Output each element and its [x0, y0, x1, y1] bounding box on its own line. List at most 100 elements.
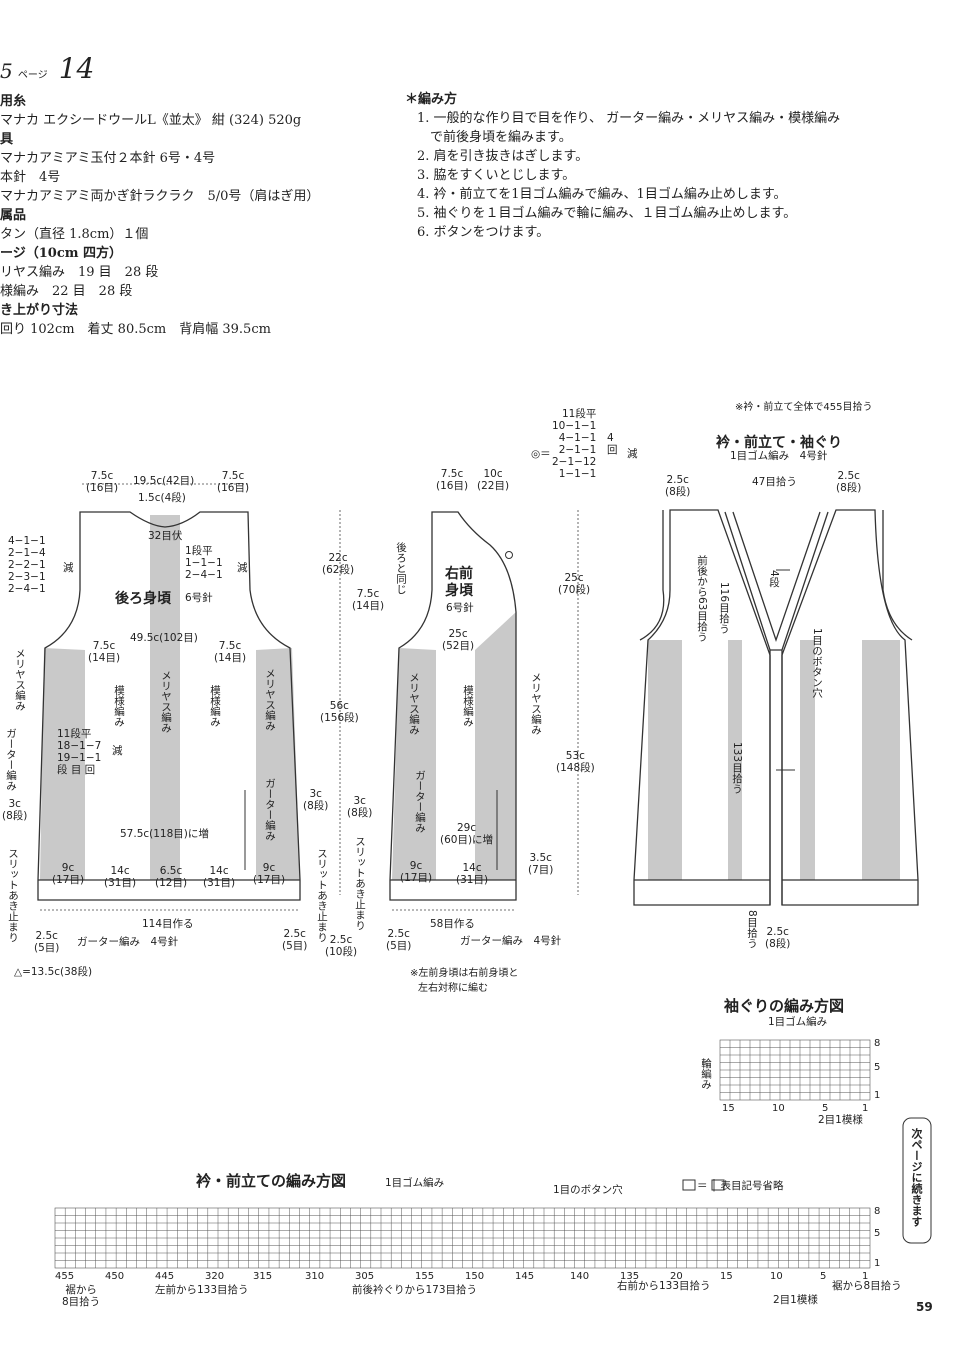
armhole-chart-title: 袖ぐりの編み方図: [724, 997, 845, 1015]
front-width: 25c(52目): [442, 628, 475, 652]
collar-col-label: 10: [770, 1271, 783, 1282]
armhole-col-label: 15: [722, 1103, 735, 1114]
front-title: 右前身頃: [445, 566, 473, 599]
collar-col-label: 20: [670, 1271, 683, 1282]
back-garter-label-right: ガーター編み: [264, 778, 276, 841]
height-56: 56c(156段): [320, 700, 359, 724]
materials-line: リヤス編み 19 目 28 段: [0, 265, 159, 280]
back-slit-stop-right: スリットあき止まり: [316, 848, 328, 943]
front-neck-mark: ◎＝: [531, 448, 551, 460]
front-top-right: 10c(22目): [477, 468, 510, 492]
back-stitch-label: メリヤス編み: [264, 668, 276, 731]
collar-col-label: 145: [515, 1271, 535, 1282]
collar-pick-63: 前後から63目拾う: [696, 555, 708, 642]
collar-col-label: 135: [620, 1271, 640, 1282]
back-bottom-label: ガーター編み 4号針: [77, 936, 179, 948]
armhole-repeat: 2目1模様: [818, 1114, 863, 1126]
collar-col-label: 315: [253, 1271, 273, 1282]
back-cast-on: 114目作る: [142, 918, 194, 930]
back-shoulder-decrease: 減: [237, 562, 248, 574]
materials-line: マナカアミアミ両かぎ針ラクラク 5/0号（肩はぎ用）: [0, 189, 320, 204]
front-right-hem: 3.5c(7目): [528, 852, 554, 876]
collar-col-label: 155: [415, 1271, 435, 1282]
back-bind-off: 32目伏: [148, 530, 183, 542]
armhole-col-label: 1: [862, 1103, 869, 1114]
front-needle: 6号針: [446, 602, 474, 614]
method-step: 2. 肩を引き抜きはぎします。: [417, 149, 589, 164]
back-bottom-part: 14c(31目): [104, 865, 137, 889]
back-neck-width: 19.5c(42目): [133, 475, 195, 487]
back-slit-right: 3c(8段): [303, 788, 329, 812]
back-side-right: 7.5c(14目): [214, 640, 247, 664]
method-section: ＊編み方 1. 一般的な作り目で目を作り、 ガーター編み・メリヤス編み・模様編み…: [405, 90, 840, 242]
front-slit: 3c(8段): [347, 795, 373, 819]
materials-heading-gauge: ージ（10cm 四方）: [0, 246, 123, 261]
collar-col-label: 445: [155, 1271, 175, 1282]
back-garter-label: ガーター編み: [5, 728, 17, 791]
collar-chart-buttonhole: 1目のボタン穴: [553, 1184, 623, 1196]
continue-box: [902, 1117, 932, 1244]
front-panel-right: [475, 612, 516, 880]
back-side-panel-left: [40, 648, 85, 880]
front-panel-left: [392, 648, 436, 880]
method-title: ＊編み方: [405, 92, 458, 107]
armhole-col-label: 5: [822, 1103, 829, 1114]
materials-line: マナカ エクシードウールL《並太》 紺 (324) 520g: [0, 113, 302, 128]
height-2-5: 2.5c(10段): [325, 934, 358, 958]
collar-panel-mid-left: [728, 640, 742, 880]
back-bottom-part: 9c(17目): [52, 862, 85, 886]
collar-col-label: 15: [720, 1271, 733, 1282]
page-header: 5 ページ 14: [0, 52, 94, 85]
collar-col-label: 455: [55, 1271, 75, 1282]
method-step: 5. 袖ぐりを１目ゴム編みで輪に編み、１目ゴム編み止めします。: [417, 206, 797, 221]
collar-col-label: 320: [205, 1271, 225, 1282]
back-bottom-left: 2.5c(5目): [34, 930, 60, 954]
collar-pick-left-front: 左前から133目拾う: [155, 1284, 249, 1296]
collar-row-label: 8: [874, 1206, 881, 1217]
back-armhole-width: 49.5c(102目): [130, 632, 198, 644]
collar-pick-133: 133目拾う: [731, 742, 743, 794]
materials-line: 回り 102cm 着丈 80.5cm 背肩幅 39.5cm: [0, 322, 271, 337]
front-cast-on: 58目作る: [430, 918, 475, 930]
method-step: 1. 一般的な作り目で目を作り、 ガーター編み・メリヤス編み・模様編み: [417, 111, 841, 126]
front-bottom-left: 2.5c(5目): [386, 928, 412, 952]
back-bottom-part: 6.5c(12目): [155, 865, 188, 889]
collar-subtitle: 1目ゴム編み 4号針: [730, 450, 828, 462]
button-mark-icon: [505, 551, 513, 559]
collar-col-label: 140: [570, 1271, 590, 1282]
front-increase: 29c(60目)に増: [440, 822, 494, 846]
front-stitch-label: メリヤス編み: [408, 672, 420, 735]
collar-chart-title: 衿・前立ての編み方図: [196, 1172, 347, 1190]
collar-left-top: 2.5c(8段): [665, 474, 691, 498]
front-bottom-part: 9c(17目): [400, 860, 433, 884]
back-stitch-label: メリヤス編み: [14, 648, 26, 711]
front-stitch-label: 模様編み: [462, 685, 474, 727]
collar-pick-right-front: 右前から133目拾う: [617, 1280, 711, 1292]
height-53: 53c(148段): [556, 750, 595, 774]
collar-pick-47: 47目拾う: [752, 476, 797, 488]
back-stitch-label: 模様編み: [113, 685, 125, 727]
materials-line: タン（直径 1.8cm）１個: [0, 227, 149, 242]
collar-col-label: 310: [305, 1271, 325, 1282]
back-outline: [37, 511, 301, 901]
back-slit-stop-left: スリットあき止まり: [7, 848, 19, 943]
back-neck-rows: 1.5c(4段): [138, 492, 186, 504]
front-slit-stop: スリットあき止まり: [354, 836, 366, 931]
continue-note: 次ページに続きます: [910, 1128, 923, 1227]
back-side-panel-right: [256, 648, 300, 880]
collar-buttonhole: 1目のボタン穴: [811, 628, 823, 698]
materials-heading-size: き上がり寸法: [0, 303, 79, 318]
collar-pick-neck: 前後衿ぐりから173目拾う: [352, 1284, 478, 1296]
legend-knit-square-icon: [711, 1179, 725, 1191]
back-bottom-right: 2.5c(5目): [282, 928, 308, 952]
collar-panel-left: [648, 640, 682, 880]
front-outline: [389, 511, 517, 901]
armhole-col-label: 10: [772, 1103, 785, 1114]
method-step: 6. ボタンをつけます。: [417, 225, 550, 240]
collar-rows-4: 4段: [768, 570, 780, 588]
